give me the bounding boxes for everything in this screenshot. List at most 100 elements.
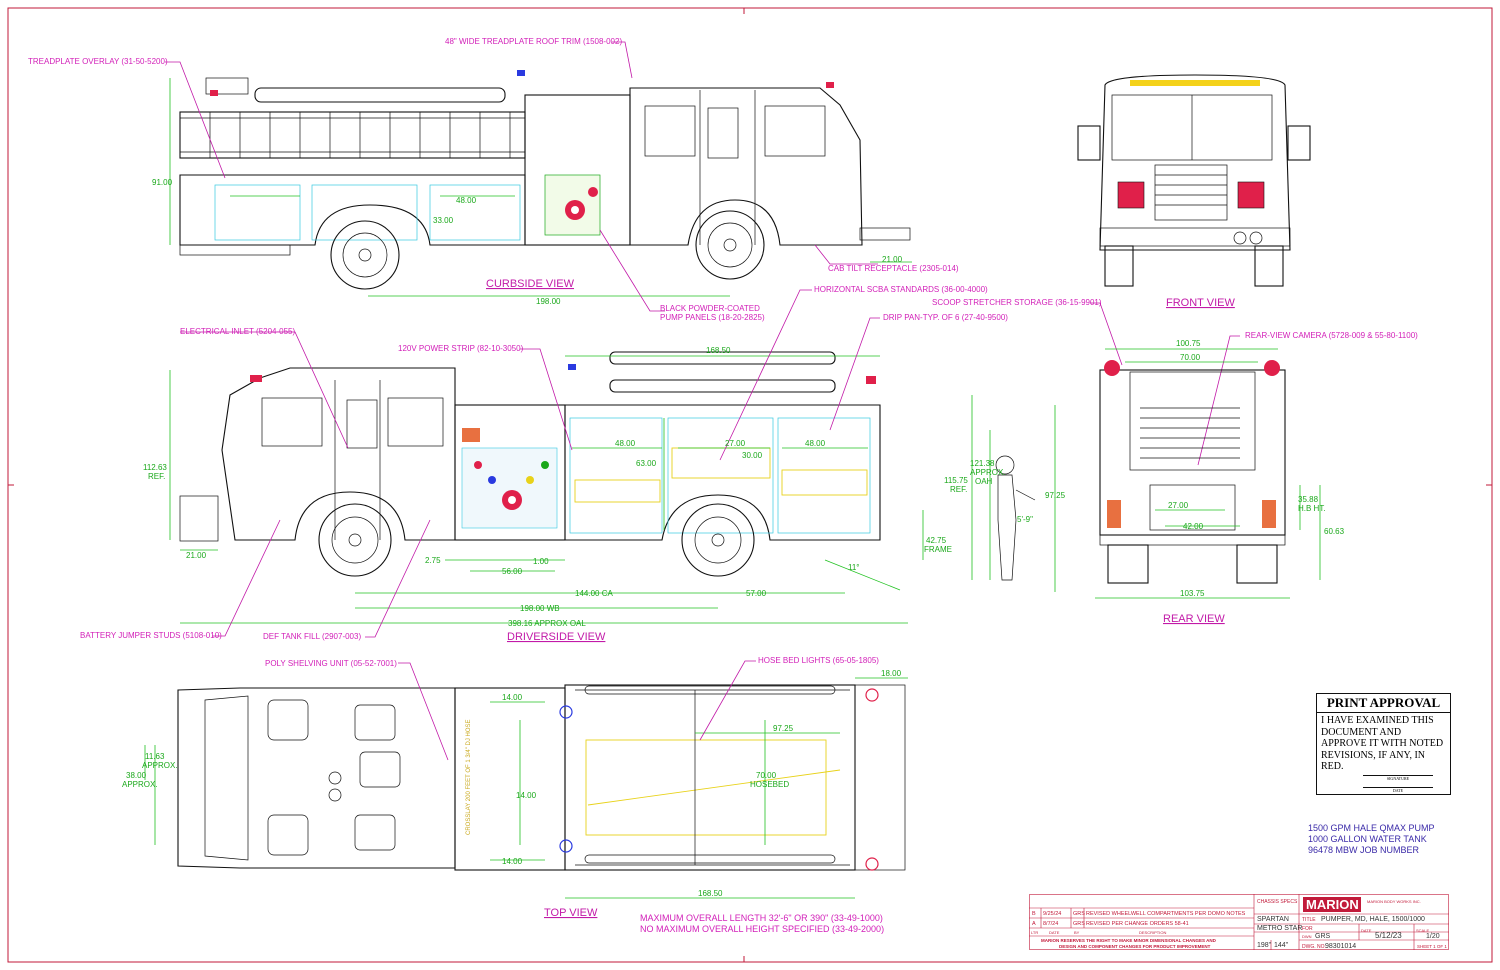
ds-121-dim-3: OAH bbox=[975, 477, 993, 486]
sheet-number: SHEET 1 OF 1 bbox=[1417, 944, 1447, 949]
rev-a-by: GRS bbox=[1073, 921, 1085, 927]
chassis-specs-label: CHASSIS SPECS bbox=[1257, 899, 1298, 905]
poly-shelving-callout: POLY SHELVING UNIT (05-52-7001) bbox=[265, 659, 397, 668]
drip-pan-callout: DRIP PAN-TYP. OF 6 (27-40-9500) bbox=[883, 313, 1008, 322]
print-approval-text: I HAVE EXAMINED THIS DOCUMENT AND APPROV… bbox=[1321, 715, 1444, 772]
overall-length-note: MAXIMUM OVERALL LENGTH 32'-6" OR 390" (3… bbox=[640, 913, 883, 923]
front-inner-dim: 70.00 bbox=[1180, 353, 1201, 362]
ds-121-dim-1: 121.38 bbox=[970, 459, 995, 468]
ds-48b-dim: 48.00 bbox=[805, 439, 826, 448]
ds-27-dim: 27.00 bbox=[725, 439, 746, 448]
ds-frame-dim-2: FRAME bbox=[924, 545, 952, 554]
ds-275-dim: 2.75 bbox=[425, 556, 441, 565]
chassis-model: METRO STAR bbox=[1257, 925, 1302, 932]
company-name: MARION BODY WORKS INC. bbox=[1367, 899, 1421, 904]
for-label: FOR bbox=[1302, 926, 1313, 932]
power-strip-callout: 120V POWER STRIP (82-10-3050) bbox=[398, 344, 524, 353]
curb-height-dim: 91.00 bbox=[152, 178, 173, 187]
curb-comp-33-dim: 33.00 bbox=[433, 216, 454, 225]
ds-115-dim-2: REF. bbox=[950, 485, 967, 494]
ds-ca-dim: 144.00 CA bbox=[575, 589, 613, 598]
rear-35-dim-2: H.B HT. bbox=[1298, 504, 1326, 513]
ds-ref-dim: REF. bbox=[148, 472, 165, 481]
top-view bbox=[144, 660, 908, 899]
driverside-view-title: DRIVERSIDE VIEW bbox=[507, 631, 606, 643]
drawing-scale: 1/20 bbox=[1426, 933, 1440, 940]
rev-a-date: 8/7/24 bbox=[1043, 921, 1058, 927]
person-height-dim: 5'-9" bbox=[1017, 515, 1033, 524]
ds-overall-height-dim: 112.63 bbox=[143, 463, 167, 472]
drawing-date: 5/12/23 bbox=[1375, 931, 1402, 940]
ds-48a-dim: 48.00 bbox=[615, 439, 636, 448]
ds-56-dim: 56.00 bbox=[502, 567, 523, 576]
drawing-title: PUMPER, MD, HALE, 1500/1000 bbox=[1321, 916, 1425, 923]
battery-jumper-callout: BATTERY JUMPER STUDS (5108-010) bbox=[80, 631, 222, 640]
ds-wb-dim: 198.00 WB bbox=[520, 604, 560, 613]
scale-label: SCALE bbox=[1416, 928, 1429, 933]
ds-30-dim: 30.00 bbox=[742, 451, 763, 460]
top-18-dim: 18.00 bbox=[881, 669, 902, 678]
marion-logo: MARION bbox=[1306, 897, 1359, 912]
curbside-view bbox=[165, 41, 912, 312]
drawn-by: GRS bbox=[1315, 933, 1331, 940]
print-approval-box: PRINT APPROVAL I HAVE EXAMINED THIS DOCU… bbox=[1316, 693, 1451, 795]
crosslay-note: CROSSLAY 200 FEET OF 1 3/4" DJ HOSE bbox=[466, 719, 472, 835]
print-approval-heading: PRINT APPROVAL bbox=[1317, 694, 1450, 713]
electrical-inlet-callout: ELECTRICAL INLET (5204-055) bbox=[180, 327, 295, 336]
rev-a-desc: REVISED PER CHANGE ORDERS 58-41 bbox=[1086, 921, 1189, 927]
rear-60-dim: 60.63 bbox=[1324, 527, 1345, 536]
date-line[interactable]: DATE bbox=[1363, 787, 1433, 793]
date-label: DATE bbox=[1361, 928, 1372, 933]
scba-callout: HORIZONTAL SCBA STANDARDS (36-00-4000) bbox=[814, 285, 988, 294]
chassis-make: SPARTAN bbox=[1257, 916, 1289, 923]
disclaimer-line-2: DESIGN AND COMPONENT CHANGES FOR PRODUCT… bbox=[1059, 944, 1211, 949]
top-14c-dim: 14.00 bbox=[502, 857, 523, 866]
curb-bumper-dim: 21.00 bbox=[882, 255, 903, 264]
rev-hdr-desc: DESCRIPTION bbox=[1139, 930, 1166, 935]
drawing-number: 98301014 bbox=[1325, 943, 1356, 950]
rear-27-dim: 27.00 bbox=[1168, 501, 1189, 510]
front-view bbox=[1077, 74, 1311, 287]
ds-bumper-dim: 21.00 bbox=[186, 551, 207, 560]
cab-tilt-callout: CAB TILT RECEPTACLE (2305-014) bbox=[828, 264, 959, 273]
top-38-dim-2: APPROX. bbox=[122, 780, 158, 789]
top-1163-dim-1: 11.63 bbox=[145, 752, 165, 761]
rev-b-by: GRS bbox=[1073, 911, 1085, 917]
rear-view-title: REAR VIEW bbox=[1163, 613, 1225, 625]
title-block: B 9/25/24 GRS REVISED WHEELWELL COMPARTM… bbox=[1029, 894, 1449, 950]
ds-100-dim: 1.00 bbox=[533, 557, 549, 566]
disclaimer-line-1: MARION RESERVES THE RIGHT TO MAKE MINOR … bbox=[1041, 938, 1217, 943]
ds-frame-dim-1: 42.75 bbox=[926, 536, 947, 545]
top-hosebed-label: HOSEBED bbox=[750, 780, 789, 789]
pump-panels-callout-1: BLACK POWDER-COATED bbox=[660, 304, 760, 313]
dwn-label: DWN bbox=[1302, 934, 1312, 939]
rear-35-dim-1: 35.88 bbox=[1298, 495, 1319, 504]
ds-63-dim: 63.00 bbox=[636, 459, 657, 468]
ds-168-dim: 168.50 bbox=[706, 346, 731, 355]
rev-b-desc: REVISED WHEELWELL COMPARTMENTS PER DOMO … bbox=[1086, 911, 1246, 917]
hose-bed-lights-callout: HOSE BED LIGHTS (65-05-1805) bbox=[758, 656, 879, 665]
title-label: TITLE bbox=[1302, 917, 1316, 923]
ds-57-dim: 57.00 bbox=[746, 589, 767, 598]
tank-spec: 1000 GALLON WATER TANK bbox=[1308, 834, 1427, 844]
ds-121-dim-2: APPROX. bbox=[970, 468, 1006, 477]
rev-b-date: 9/25/24 bbox=[1043, 911, 1061, 917]
rear-camera-callout: REAR-VIEW CAMERA (5728-009 & 55-80-1100) bbox=[1245, 331, 1418, 340]
cab-to-axle: 144" bbox=[1274, 942, 1289, 949]
curbside-view-title: CURBSIDE VIEW bbox=[486, 278, 575, 290]
job-number: 96478 MBW JOB NUMBER bbox=[1308, 845, 1420, 855]
wheelbase: 198" bbox=[1257, 942, 1272, 949]
pump-panels-callout-2: PUMP PANELS (18-20-2825) bbox=[660, 313, 765, 322]
top-1163-dim-2: APPROX. bbox=[142, 761, 178, 770]
spec-notes: 1500 GPM HALE QMAX PUMP 1000 GALLON WATE… bbox=[1308, 823, 1435, 856]
ds-11deg-dim: 11° bbox=[848, 563, 860, 572]
curb-wb-dim: 198.00 bbox=[536, 297, 561, 306]
sheet-border bbox=[7, 7, 1493, 963]
rev-a-ltr: A bbox=[1032, 921, 1036, 927]
top-168-dim: 168.50 bbox=[698, 889, 723, 898]
dwg-no-label: DWG. NO. bbox=[1302, 944, 1326, 950]
front-view-title: FRONT VIEW bbox=[1166, 297, 1235, 309]
top-97-dim: 97.25 bbox=[773, 724, 794, 733]
signature-line[interactable]: SIGNATURE bbox=[1363, 775, 1433, 781]
